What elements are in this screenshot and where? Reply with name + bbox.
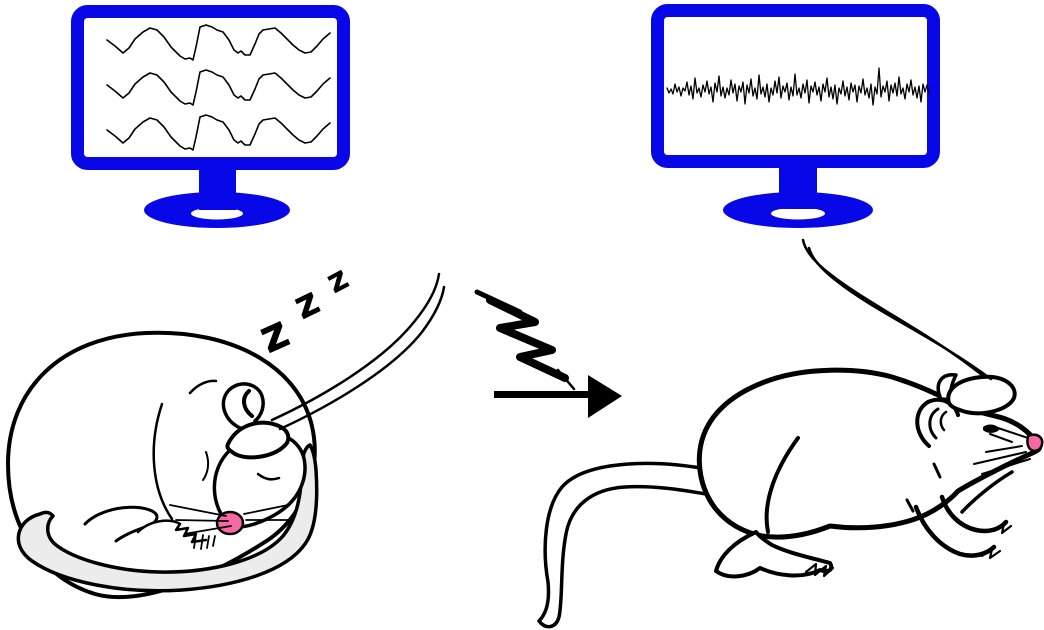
left-monitor	[71, 5, 350, 228]
awake-rat	[537, 238, 1044, 629]
nose	[1026, 433, 1044, 453]
front-leg-upper	[939, 494, 1013, 535]
front-paw	[136, 519, 216, 550]
ear-inner-fold	[242, 389, 254, 418]
left-monitor-frame	[71, 5, 350, 170]
awake-rat-tail	[537, 461, 714, 629]
eeg-implant	[946, 374, 1017, 416]
desynchronized-trace	[666, 67, 930, 106]
jaw-line	[960, 470, 1014, 514]
right-monitor-stand-neck	[779, 163, 817, 209]
sleeping-rat-tail	[16, 443, 319, 593]
closed-eye-line	[256, 472, 281, 481]
nose	[215, 510, 245, 536]
implant-cable	[270, 272, 446, 431]
front-claws	[992, 522, 1013, 535]
lightning-bolt-icon	[474, 289, 576, 391]
whiskers	[169, 504, 293, 535]
right-monitor	[651, 4, 940, 228]
hind-claws	[804, 562, 835, 578]
hind-leg-line	[83, 505, 159, 543]
snout-lines	[989, 427, 1029, 443]
zzz-letter: z	[287, 279, 327, 329]
eye	[983, 424, 1000, 433]
left-monitor-screen	[106, 24, 331, 151]
zzz-sleep-symbol: z z z	[251, 258, 355, 364]
paw-claws	[193, 533, 216, 550]
sleeping-rat-head	[212, 432, 307, 529]
chest-tick-line	[905, 498, 915, 513]
implant-cable	[801, 238, 993, 381]
neck-tick-line	[932, 462, 942, 479]
sleeping-rat	[6, 272, 446, 600]
eeg-implant	[225, 420, 291, 460]
arrow-right-icon	[494, 375, 622, 418]
left-monitor-stand-hole	[191, 207, 243, 220]
ear-inner-fold	[939, 410, 948, 432]
shoulder-crease-line	[152, 402, 174, 521]
thigh-line	[764, 436, 800, 534]
ear-inner-fold	[928, 407, 940, 440]
zzz-letter: z	[319, 258, 354, 301]
left-monitor-stand-neck	[199, 165, 236, 210]
head-crease-line	[188, 379, 218, 395]
whiskers	[973, 445, 1031, 475]
slow-wave-trace	[106, 69, 331, 106]
front-leg-lower	[913, 504, 1002, 560]
cheek-crease-line	[202, 451, 210, 481]
hind-foot	[714, 530, 835, 579]
right-monitor-screen	[666, 67, 930, 106]
right-monitor-stand-hole	[771, 207, 825, 220]
slow-wave-trace	[106, 24, 331, 61]
front-claws	[980, 547, 1002, 560]
slow-wave-trace	[106, 114, 331, 151]
